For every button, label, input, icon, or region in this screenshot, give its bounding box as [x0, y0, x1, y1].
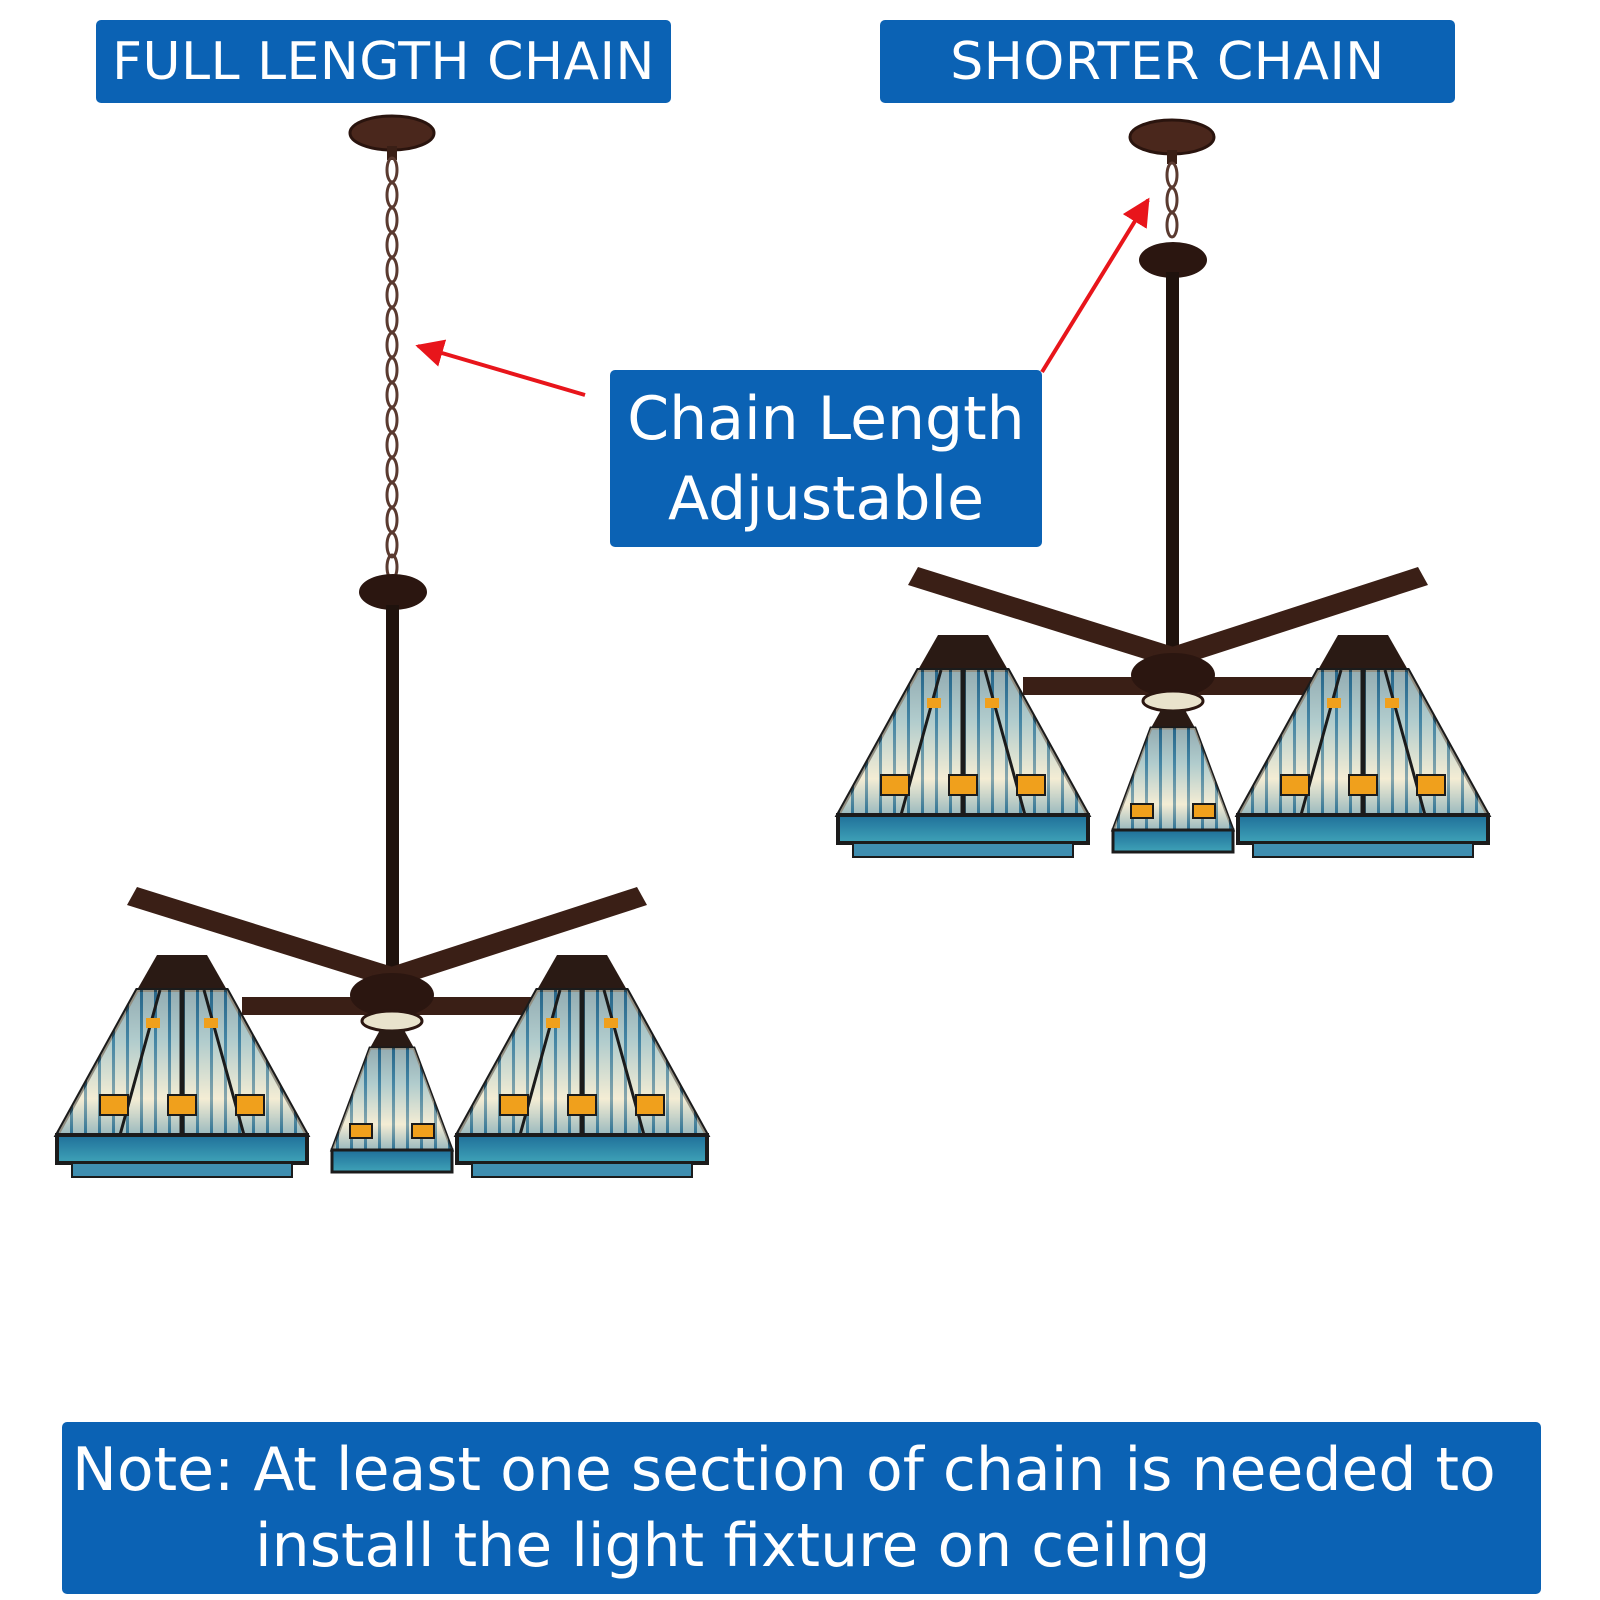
- full-length-chain-label: FULL LENGTH CHAIN: [96, 20, 671, 103]
- chain-adjustable-label: Chain Length Adjustable: [610, 370, 1042, 547]
- shorter-chain-label: SHORTER CHAIN: [880, 20, 1455, 103]
- installation-note-line2: install the light fixture on ceilng: [255, 1511, 1211, 1581]
- arrow-icon-left: [415, 339, 586, 397]
- chain-adjustable-line2: Adjustable: [668, 463, 984, 534]
- shorter-chain-text: SHORTER CHAIN: [950, 31, 1385, 92]
- arrow-icon-right: [1040, 197, 1150, 374]
- fixture-shorter-chain: [838, 118, 1488, 857]
- chain-short: [1165, 161, 1179, 239]
- installation-note: Note: At least one section of chain is n…: [62, 1422, 1541, 1594]
- chain-adjustable-line1: Chain Length: [627, 383, 1025, 454]
- installation-note-line1: Note: At least one section of chain is n…: [72, 1435, 1496, 1505]
- chain-full: [385, 156, 399, 581]
- full-length-chain-text: FULL LENGTH CHAIN: [112, 31, 655, 92]
- fixture-full-length-chain: [57, 114, 707, 1177]
